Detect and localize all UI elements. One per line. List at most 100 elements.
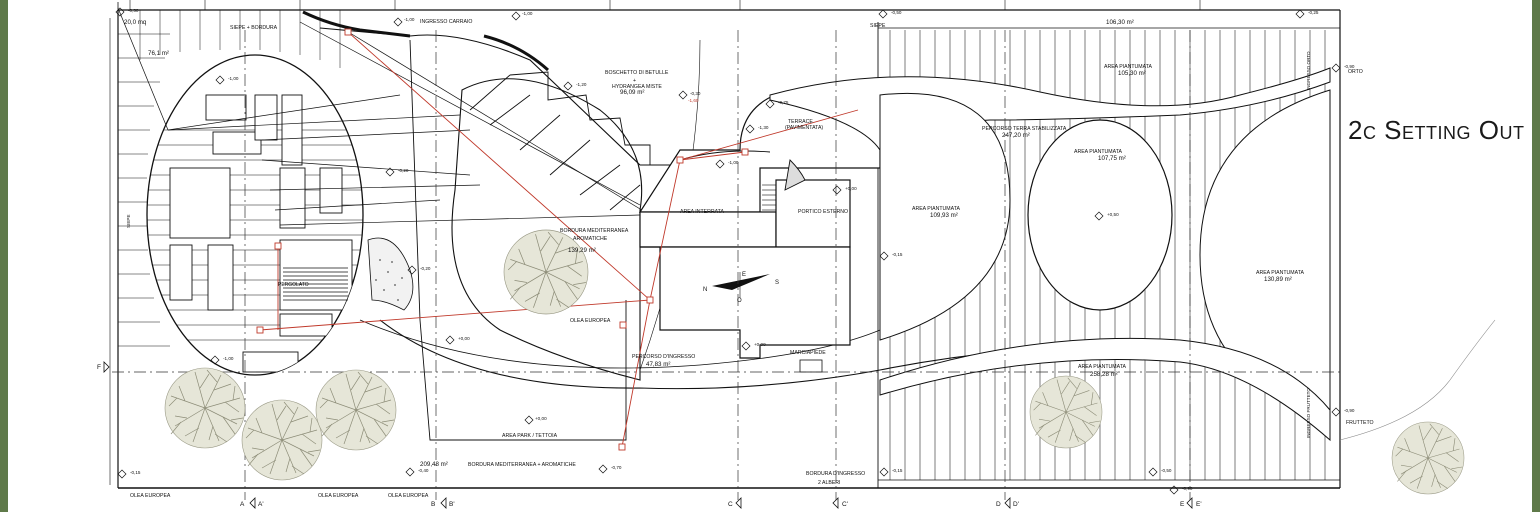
stair-ramp — [469, 71, 651, 211]
compass-s: S — [775, 280, 779, 286]
entrance-gate-wall-right — [483, 34, 549, 72]
label-olea-2: OLEA EUROPEA — [318, 493, 359, 499]
level-l6: -1,30 — [758, 125, 769, 130]
label-bordura-bottom: BORDURA MEDITERRANEA + AROMATICHE — [468, 462, 576, 468]
area-ap-center: 107,75 m² — [1098, 155, 1126, 162]
level-l23: -1,20 — [576, 82, 587, 87]
level-l3: -0,30 — [690, 91, 701, 96]
area-ap-left: 109,93 m² — [930, 212, 958, 219]
label-percorso-terra: PERCORSO TERRA STABILIZZATA — [982, 126, 1067, 132]
section-e: E — [1180, 501, 1185, 508]
driveway-lane — [409, 39, 627, 441]
label-ap-left: AREA PIANTUMATA — [912, 206, 960, 212]
area-bordura: 139,29 m² — [568, 247, 596, 254]
left-strip-hatching — [118, 33, 170, 347]
level-l27: -1,00 — [522, 11, 533, 16]
area-percorso: 47,83 m² — [646, 361, 670, 368]
gravel-dots — [375, 259, 403, 301]
gravel-patch — [367, 237, 414, 311]
level-l13: -0,70 — [611, 465, 622, 470]
level-l17: -0,50 — [1161, 468, 1172, 473]
label-portico: PORTICO ESTERNO — [798, 209, 848, 215]
area-boschetto: 96,09 m² — [620, 89, 644, 96]
label-siepe-bordura: SIEPE + BORDURA — [230, 25, 278, 31]
entrance-gate-wall — [302, 10, 411, 38]
internal-stair — [762, 184, 776, 211]
label-olea-3: OLEA EUROPEA — [388, 493, 429, 499]
label-siepe-top: SIEPE — [870, 23, 886, 29]
section-b: B — [431, 501, 435, 508]
level-l1: -1,00 — [228, 76, 239, 81]
label-percorso-ingresso: PERCORSO D'INGRESSO — [632, 354, 695, 360]
section-arrows — [103, 361, 1193, 509]
tree-olea-3 — [315, 369, 397, 451]
left-frame-border — [0, 0, 8, 512]
area-ap-top: 105,30 m² — [1118, 70, 1146, 77]
north-arrow — [712, 272, 770, 298]
area-corner: 20,0 mq — [124, 19, 147, 26]
level-markers — [115, 7, 1341, 495]
level-l29: -0,90 — [1182, 486, 1193, 491]
level-l24: -1,00 — [223, 356, 234, 361]
level-l15: -0,40 — [418, 468, 429, 473]
sheet-title: 2c Setting Out — [1348, 115, 1525, 145]
section-c: C — [728, 501, 733, 508]
label-pergolato: PERGOLATO — [278, 282, 309, 288]
setting-out-grid — [112, 30, 1340, 500]
level-l9: -0,20 — [420, 266, 431, 271]
frutteto-path — [1339, 319, 1496, 441]
section-e-prime: E' — [1196, 501, 1202, 508]
area-ap-bottom: 258,28 m² — [1090, 371, 1118, 378]
compass-n: N — [703, 287, 707, 293]
level-l14: -0,15 — [130, 470, 141, 475]
tree-betulle — [503, 229, 589, 315]
section-f: F — [97, 364, 101, 371]
section-a-prime: A' — [258, 501, 264, 508]
area-top-right: 106,30 m² — [1106, 19, 1134, 26]
label-marciapiede: MARCIAPIEDE — [790, 350, 826, 356]
tree-frutteto — [1391, 421, 1465, 495]
level-l26: -0,20 — [398, 168, 409, 173]
area-bottom-left: 209,48 m² — [420, 461, 448, 468]
compass-o: O — [737, 298, 742, 304]
label-frutteto: FRUTTETO — [1346, 420, 1374, 426]
label-boschetto-2: + — [633, 78, 636, 84]
lower-curved-path — [379, 319, 1331, 431]
top-dimension-ticks — [129, 0, 1201, 10]
level-l25: +0,00 — [535, 416, 547, 421]
tree-ingresso — [1029, 375, 1103, 449]
pergolato-slats — [283, 267, 348, 301]
label-ingresso-carraio: INGRESSO CARRAIO — [420, 19, 472, 25]
left-ellipse-contents — [147, 94, 363, 373]
tree-olea-2 — [241, 399, 323, 481]
label-terrace-1: TERRACE — [788, 119, 813, 125]
label-bordura-1: BORDURA MEDITERRANEA — [560, 228, 629, 234]
setting-out-radials — [117, 7, 651, 226]
section-b-prime: B' — [449, 501, 455, 508]
label-olea-1: OLEA EUROPEA — [130, 493, 171, 499]
label-terrace-2: (PAVIMENTATA) — [785, 125, 823, 131]
bordura-mediterranea-bed — [451, 78, 643, 381]
level-l19: -0,50 — [891, 10, 902, 15]
label-ingresso-frutteto: INGRESSO FRUTTETO — [1306, 388, 1311, 438]
level-l12: +0,00 — [754, 342, 766, 347]
label-ap-bottom: AREA PIANTUMATA — [1078, 364, 1126, 370]
area-ap-right: 130,89 m² — [1264, 276, 1292, 283]
section-d-prime: D' — [1013, 501, 1019, 508]
level-l7: -1,00 — [728, 160, 739, 165]
level-l18: -0,15 — [892, 252, 903, 257]
label-bordura-ingresso: BORDURA D'INGRESSO — [806, 471, 865, 477]
level-l2: -1,00 — [404, 17, 415, 22]
label-area-park: AREA PARK / TETTOIA — [502, 433, 558, 439]
level-l16: -0,15 — [892, 468, 903, 473]
level-l5: -0,75 — [778, 100, 789, 105]
level-l4: -1,60 — [688, 98, 699, 103]
level-l11: +0,50 — [1107, 212, 1119, 217]
label-boschetto-3: HYDRANGEA MISTE — [612, 84, 662, 90]
label-ap-center: AREA PIANTUMATA — [1074, 149, 1122, 155]
right-panel-white-shapes — [769, 67, 1331, 442]
section-a: A — [240, 501, 245, 508]
label-bordura-2: AROMATICHE — [573, 236, 608, 242]
label-olea-mid: OLEA EUROPEA — [570, 318, 611, 324]
